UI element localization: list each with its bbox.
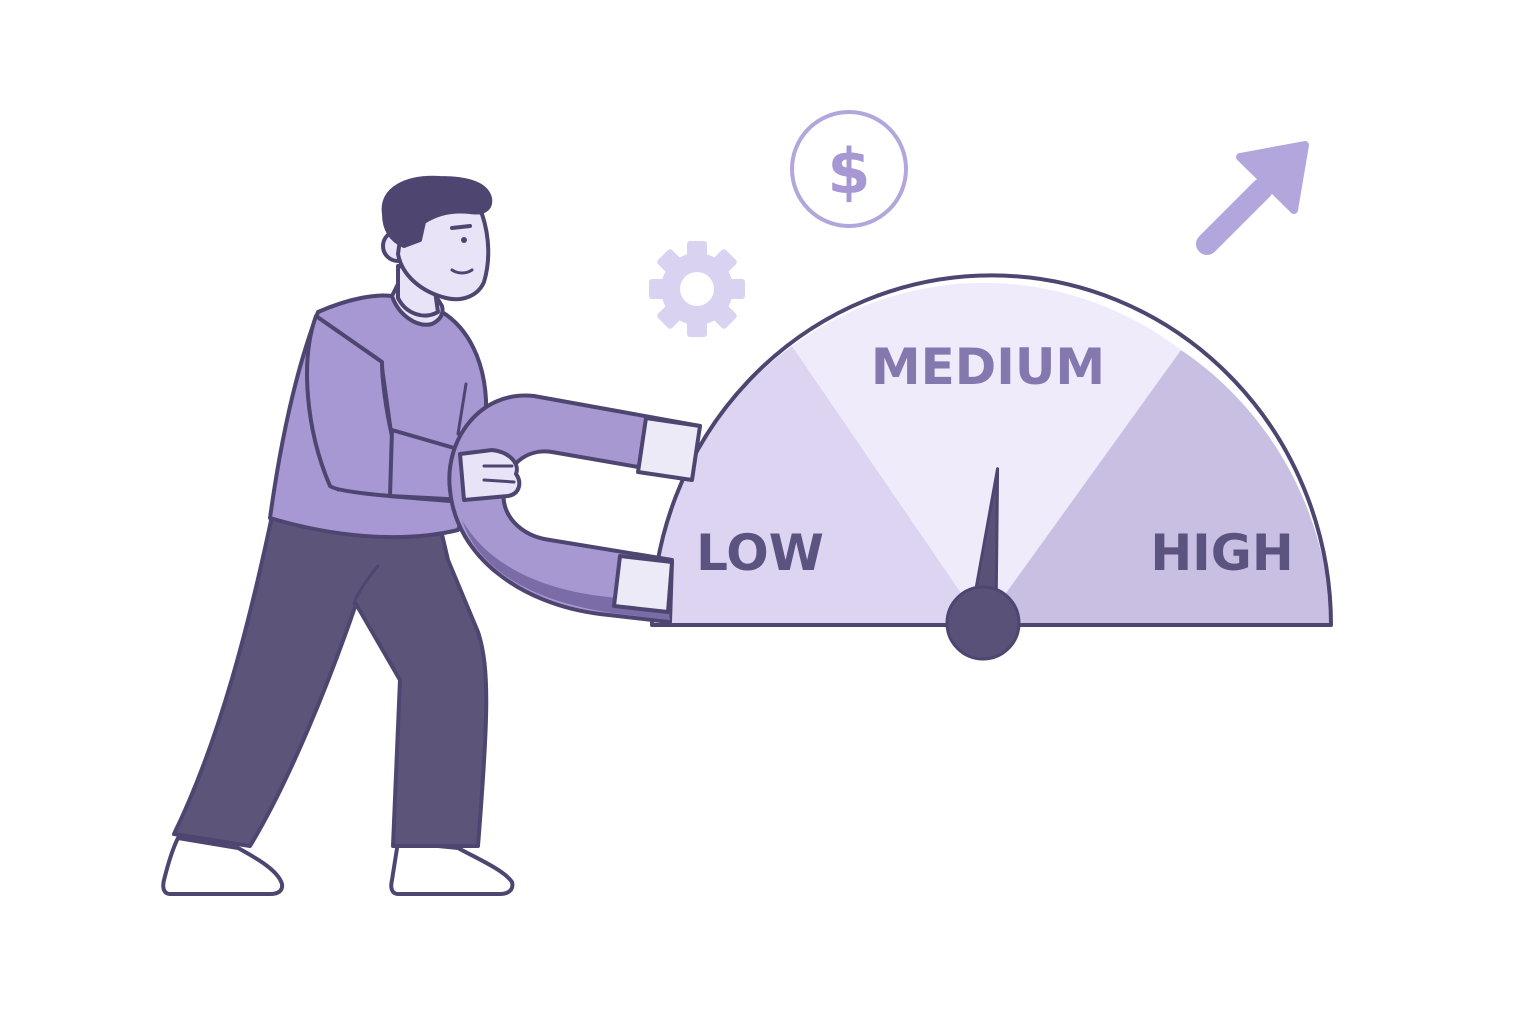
gauge-segment-high <box>983 350 1331 625</box>
gauge-label-high: HIGH <box>1150 524 1293 582</box>
pants <box>172 514 489 848</box>
gauge-label-low: LOW <box>696 524 824 582</box>
hand-fingers <box>482 464 516 484</box>
eye <box>461 237 467 243</box>
eyebrow <box>450 224 472 230</box>
person-figure <box>161 175 702 896</box>
mouth <box>450 268 474 275</box>
right-shoe <box>389 840 515 896</box>
gear-icon <box>649 241 745 337</box>
pants-seam <box>352 564 380 606</box>
dollar-coin-icon: $ <box>790 110 908 228</box>
gauge-label-medium: MEDIUM <box>871 338 1105 396</box>
left-shoe <box>161 836 285 896</box>
magnet-tip-top <box>636 416 702 482</box>
coin-symbol: $ <box>827 135 870 208</box>
hand <box>458 448 522 502</box>
gauge-segment-medium <box>792 282 1181 625</box>
gauge: LOW MEDIUM HIGH <box>650 273 1333 661</box>
magnet-tip-bottom <box>612 554 674 614</box>
arrow-up-right-icon <box>1196 141 1309 255</box>
gauge-segment-low <box>651 346 983 625</box>
hair <box>381 175 493 248</box>
gauge-needle <box>945 467 1021 661</box>
